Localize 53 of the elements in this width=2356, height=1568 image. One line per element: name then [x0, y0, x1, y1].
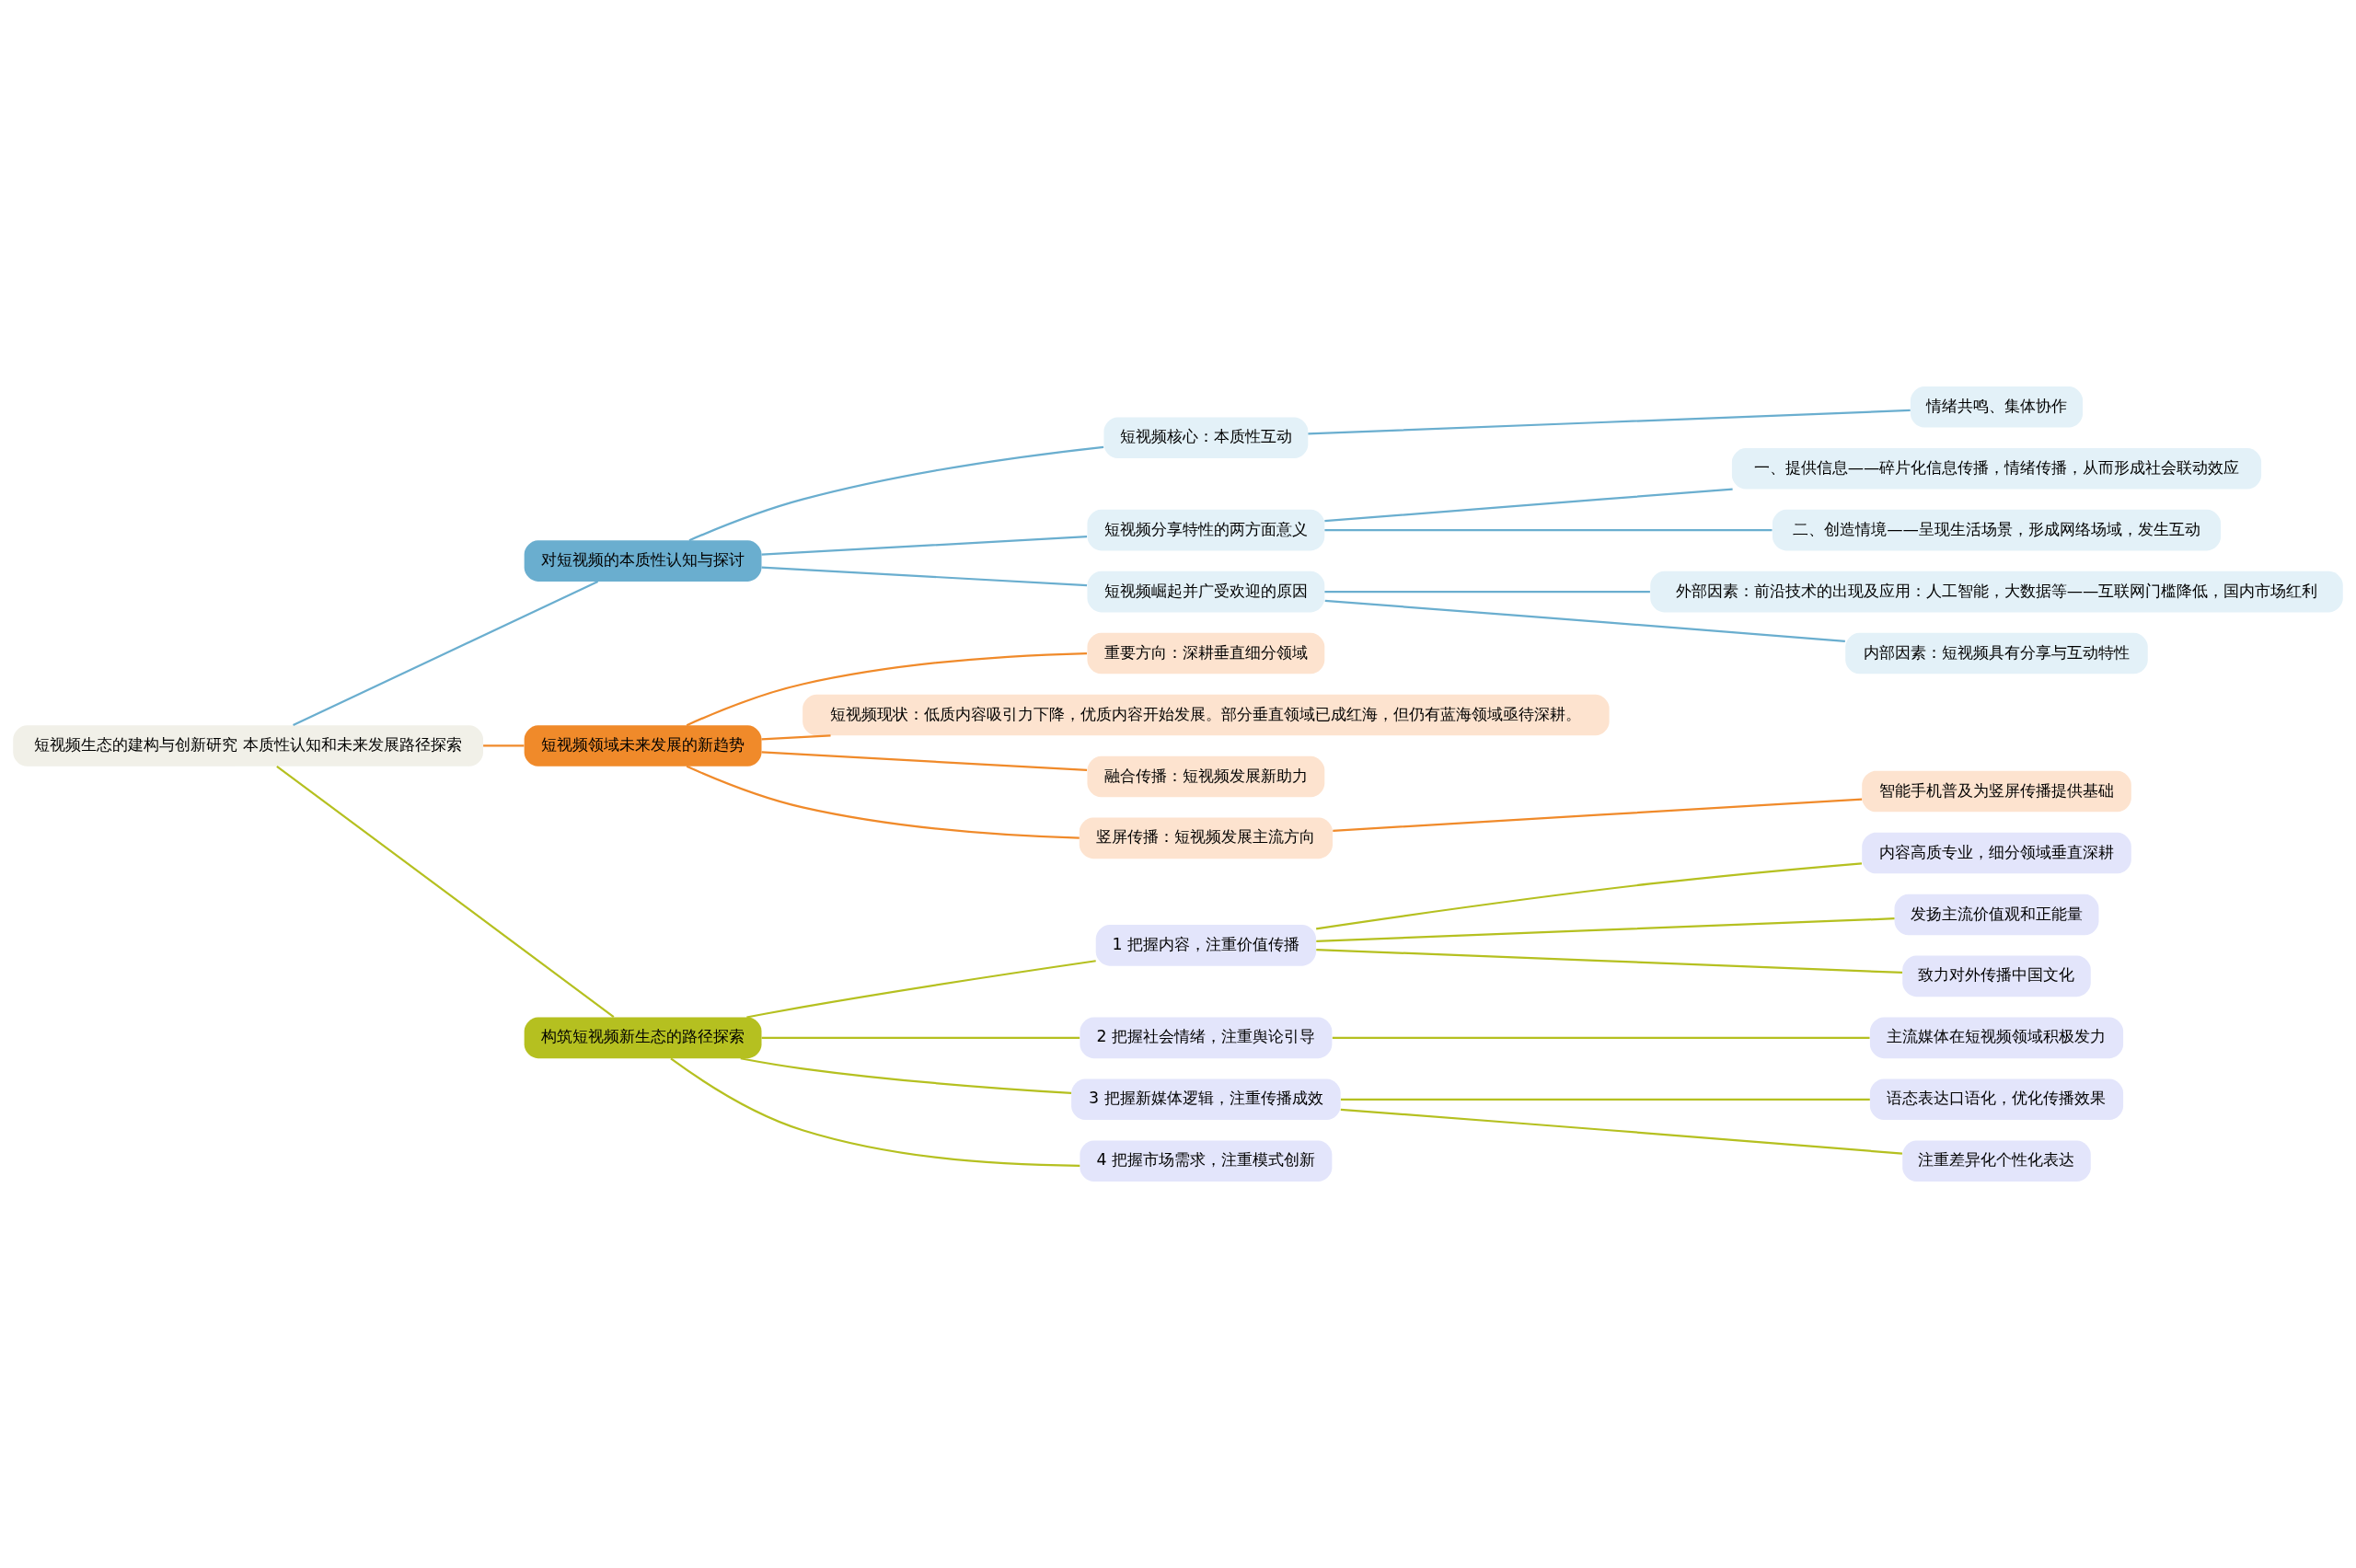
connector	[746, 960, 1096, 1019]
connector	[740, 1057, 1072, 1094]
connector	[1324, 591, 1650, 594]
node-box: 短视频分享特性的两方面意义	[1087, 509, 1325, 551]
connector	[293, 581, 599, 727]
connector	[1324, 599, 1845, 642]
connector	[686, 651, 1087, 727]
connector	[761, 751, 1088, 771]
node-box: 短视频领域未来发展的新趋势	[524, 725, 762, 767]
connector	[1340, 1108, 1903, 1155]
connector	[761, 536, 1088, 556]
connector	[761, 1036, 1080, 1039]
node-box: 对短视频的本质性认知与探讨	[524, 540, 762, 582]
node-box: 语态表达口语化，优化传播效果	[1869, 1078, 2124, 1121]
connector	[1332, 1036, 1870, 1039]
connector	[1333, 798, 1863, 832]
node-box: 竖屏传播：短视频发展主流方向	[1079, 817, 1333, 859]
node-box: 3 把握新媒体逻辑，注重传播成效	[1071, 1078, 1341, 1121]
node-box: 二、创造情境——呈现生活场景，形成网络场域，发生互动	[1772, 509, 2222, 551]
node-box: 发扬主流价值观和正能量	[1894, 894, 2099, 936]
connector	[1316, 917, 1895, 942]
node-box: 2 把握社会情绪，注重舆论引导	[1080, 1017, 1333, 1059]
connector	[1340, 1098, 1870, 1101]
connector	[670, 1057, 1080, 1167]
connector	[1316, 862, 1863, 930]
node-box: 融合传播：短视频发展新助力	[1087, 755, 1325, 798]
node-box: 主流媒体在短视频领域积极发力	[1869, 1017, 2124, 1059]
connector	[686, 765, 1080, 839]
node-box: 内容高质专业，细分领域垂直深耕	[1862, 832, 2131, 874]
connector	[1316, 948, 1903, 974]
connector	[688, 445, 1104, 542]
node-box: 短视频核心：本质性互动	[1103, 417, 1309, 459]
node-box: 内部因素：短视频具有分享与互动特性	[1845, 632, 2148, 674]
connector	[1324, 529, 1773, 532]
node-box: 注重差异化个性化表达	[1902, 1140, 2091, 1182]
connector	[483, 744, 525, 747]
connector	[761, 566, 1088, 587]
connector	[1324, 488, 1733, 523]
connector	[761, 734, 831, 741]
node-box: 4 把握市场需求，注重模式创新	[1080, 1140, 1333, 1182]
node-box: 情绪共鸣、集体协作	[1910, 386, 2084, 428]
node-box: 构筑短视频新生态的路径探索	[524, 1017, 762, 1059]
connector	[1308, 409, 1911, 435]
node-box: 1 把握内容，注重价值传播	[1095, 925, 1316, 966]
node-box: 重要方向：深耕垂直细分领域	[1087, 632, 1325, 674]
node-box: 短视频现状：低质内容吸引力下降，优质内容开始发展。部分垂直领域已成红海，但仍有蓝海领域亟待深耕。	[803, 694, 1610, 736]
node-box: 外部因素：前沿技术的出现及应用：人工智能，大数据等——互联网门槛降低，国内市场红利	[1650, 571, 2343, 613]
node-box: 致力对外传播中国文化	[1902, 955, 2091, 997]
node-box: 短视频崛起并广受欢迎的原因	[1087, 571, 1325, 613]
node-box: 智能手机普及为竖屏传播提供基础	[1862, 770, 2131, 813]
node-box: 一、提供信息——碎片化信息传播，情绪传播，从而形成社会联动效应	[1731, 447, 2262, 490]
node-box: 短视频生态的建构与创新研究 本质性认知和未来发展路径探索	[13, 725, 483, 767]
connector	[276, 765, 615, 1019]
